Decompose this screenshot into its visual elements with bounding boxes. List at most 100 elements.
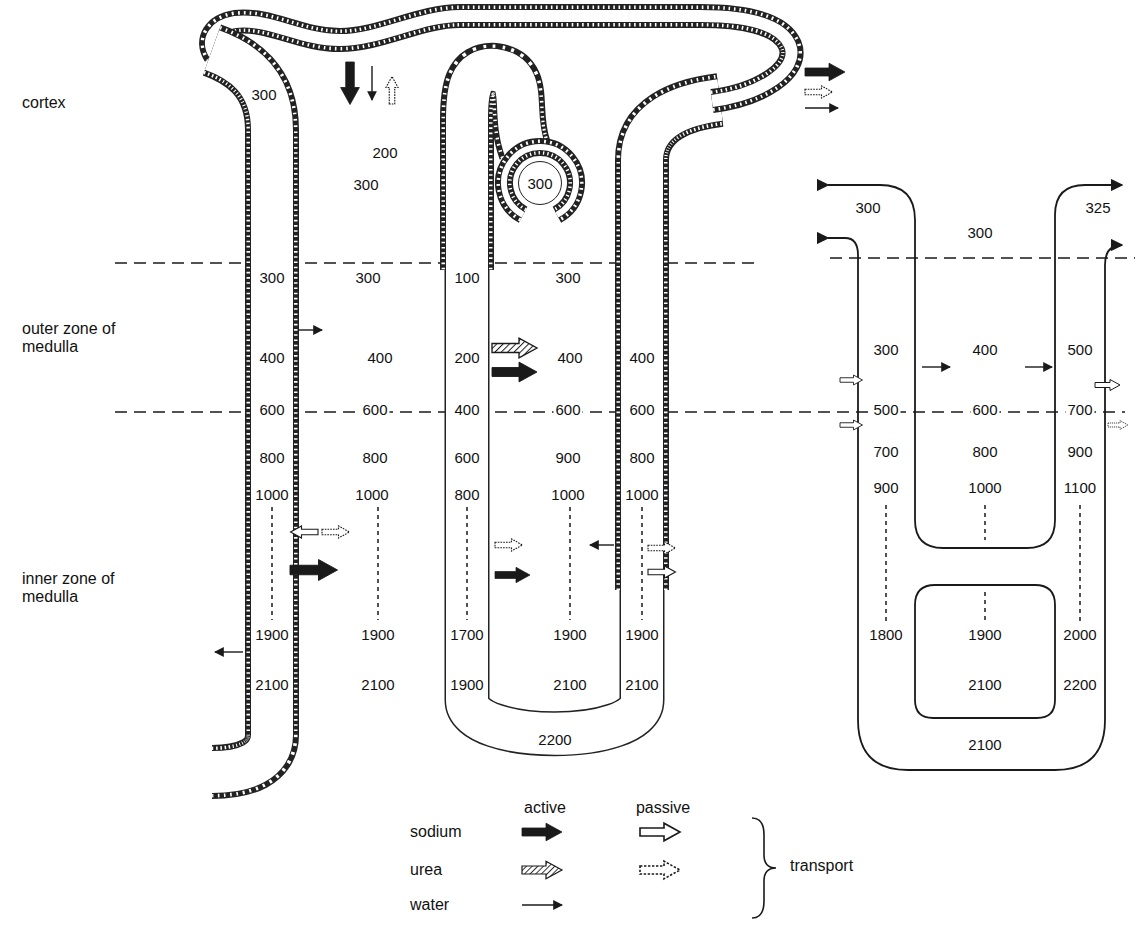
osmolarity-value: 400 — [257, 350, 286, 367]
osmolarity-value: 1000 — [623, 487, 660, 504]
osmolarity-value: 1000 — [353, 487, 390, 504]
osmolarity-value: 300 — [353, 270, 382, 287]
legend-text: water — [410, 896, 449, 914]
osmolarity-value: 300 — [853, 200, 882, 217]
osmolarity-value: 600 — [553, 402, 582, 419]
osmolarity-value: 800 — [257, 450, 286, 467]
osmolarity-value: 500 — [1065, 342, 1094, 359]
osmolarity-value: 1900 — [551, 627, 588, 644]
zone-label: outer zone of medulla — [22, 320, 122, 355]
osmolarity-value: 300 — [249, 87, 278, 104]
capsule-lumen — [504, 147, 576, 215]
osmolarity-value: 1000 — [966, 480, 1003, 497]
vessel-wall — [828, 238, 1122, 770]
osmolarity-value: 100 — [452, 270, 481, 287]
osmolarity-value: 400 — [555, 350, 584, 367]
vessel-wall — [828, 185, 1122, 548]
osmolarity-value: 2100 — [966, 737, 1003, 754]
osmolarity-value: 400 — [627, 350, 656, 367]
osmolarity-value: 300 — [351, 177, 380, 194]
tubule-wall — [211, 16, 791, 101]
sodium-active-arrow — [341, 62, 360, 105]
legend-heading: active — [524, 799, 566, 817]
sodium-active-arrow — [290, 560, 338, 581]
osmolarity-value: 600 — [970, 402, 999, 419]
osmolarity-value: 200 — [370, 145, 399, 162]
osmolarity-value: 2200 — [536, 732, 573, 749]
osmolarity-value: 1800 — [867, 627, 904, 644]
tubule-wall — [642, 100, 720, 590]
sodium-active-arrow — [805, 63, 845, 81]
osmolarity-value: 400 — [452, 402, 481, 419]
break-line — [569, 507, 571, 620]
osmolarity-value: 1900 — [448, 677, 485, 694]
urea-passive-arrow — [648, 542, 676, 554]
sodium-passive-arrow — [840, 375, 863, 385]
urea-passive-arrow — [805, 86, 833, 98]
break-line — [984, 505, 986, 540]
water-arrow — [805, 107, 838, 108]
urea-passive-arrow — [386, 77, 398, 105]
osmolarity-value: 2100 — [623, 677, 660, 694]
osmolarity-value: 600 — [257, 402, 286, 419]
osmolarity-value: 1000 — [253, 487, 290, 504]
legend-brace — [752, 818, 776, 918]
osmolarity-value: 2200 — [1061, 677, 1098, 694]
osmolarity-value: 300 — [257, 270, 286, 287]
osmolarity-value: 1900 — [623, 627, 660, 644]
tubule-lumen — [642, 100, 720, 590]
osmolarity-value: 2100 — [253, 677, 290, 694]
break-line — [271, 507, 273, 620]
osmolarity-value: 900 — [553, 450, 582, 467]
sodium-passive-arrow — [840, 420, 863, 430]
osmolarity-value: 900 — [1065, 444, 1094, 461]
osmolarity-value: 1900 — [253, 627, 290, 644]
zone-label: cortex — [22, 94, 122, 112]
osmolarity-value: 700 — [871, 444, 900, 461]
break-line — [377, 507, 379, 620]
water-arrow — [371, 66, 372, 100]
osmolarity-value: 700 — [1065, 402, 1094, 419]
zone-label: inner zone of medulla — [22, 570, 122, 605]
osmolarity-value: 2100 — [551, 677, 588, 694]
zone-boundary — [830, 257, 1135, 258]
legend-heading: transport — [790, 857, 853, 875]
osmolarity-value: 300 — [527, 175, 552, 192]
osmolarity-value: 1900 — [359, 627, 396, 644]
water-arrow — [298, 329, 322, 330]
urea-active-arrow — [492, 338, 537, 358]
break-line — [641, 507, 643, 620]
sodium-passive-arrow — [1095, 380, 1120, 391]
osmolarity-value: 800 — [970, 444, 999, 461]
legend-sample — [640, 823, 680, 841]
tubule-cells — [642, 100, 720, 590]
tubule-cells — [211, 16, 791, 101]
legend-text: sodium — [410, 823, 462, 841]
osmolarity-value: 300 — [553, 270, 582, 287]
osmolarity-value: 325 — [1083, 200, 1112, 217]
osmolarity-value: 500 — [871, 402, 900, 419]
sodium-active-arrow — [492, 362, 537, 382]
osmolarity-value: 200 — [452, 350, 481, 367]
break-line — [1079, 505, 1081, 622]
urea-passive-arrow — [322, 526, 350, 538]
legend-text: urea — [410, 861, 442, 879]
osmolarity-value: 1100 — [1062, 480, 1098, 497]
sodium-passive-arrow — [291, 526, 319, 538]
osmolarity-value: 1000 — [549, 487, 586, 504]
legend-heading: passive — [636, 799, 690, 817]
osmolarity-value: 600 — [360, 402, 389, 419]
break-line — [885, 505, 887, 622]
osmolarity-value: 600 — [627, 402, 656, 419]
glomerulus-circle: 300 — [518, 161, 562, 205]
legend-sample — [522, 861, 562, 879]
osmolarity-value: 400 — [365, 350, 394, 367]
osmolarity-value: 600 — [452, 450, 481, 467]
water-arrow — [922, 366, 950, 367]
osmolarity-value: 800 — [360, 450, 389, 467]
osmolarity-value: 300 — [965, 225, 994, 242]
tubule-lumen — [211, 16, 791, 101]
sodium-active-arrow — [495, 567, 530, 582]
water-arrow — [215, 651, 243, 652]
